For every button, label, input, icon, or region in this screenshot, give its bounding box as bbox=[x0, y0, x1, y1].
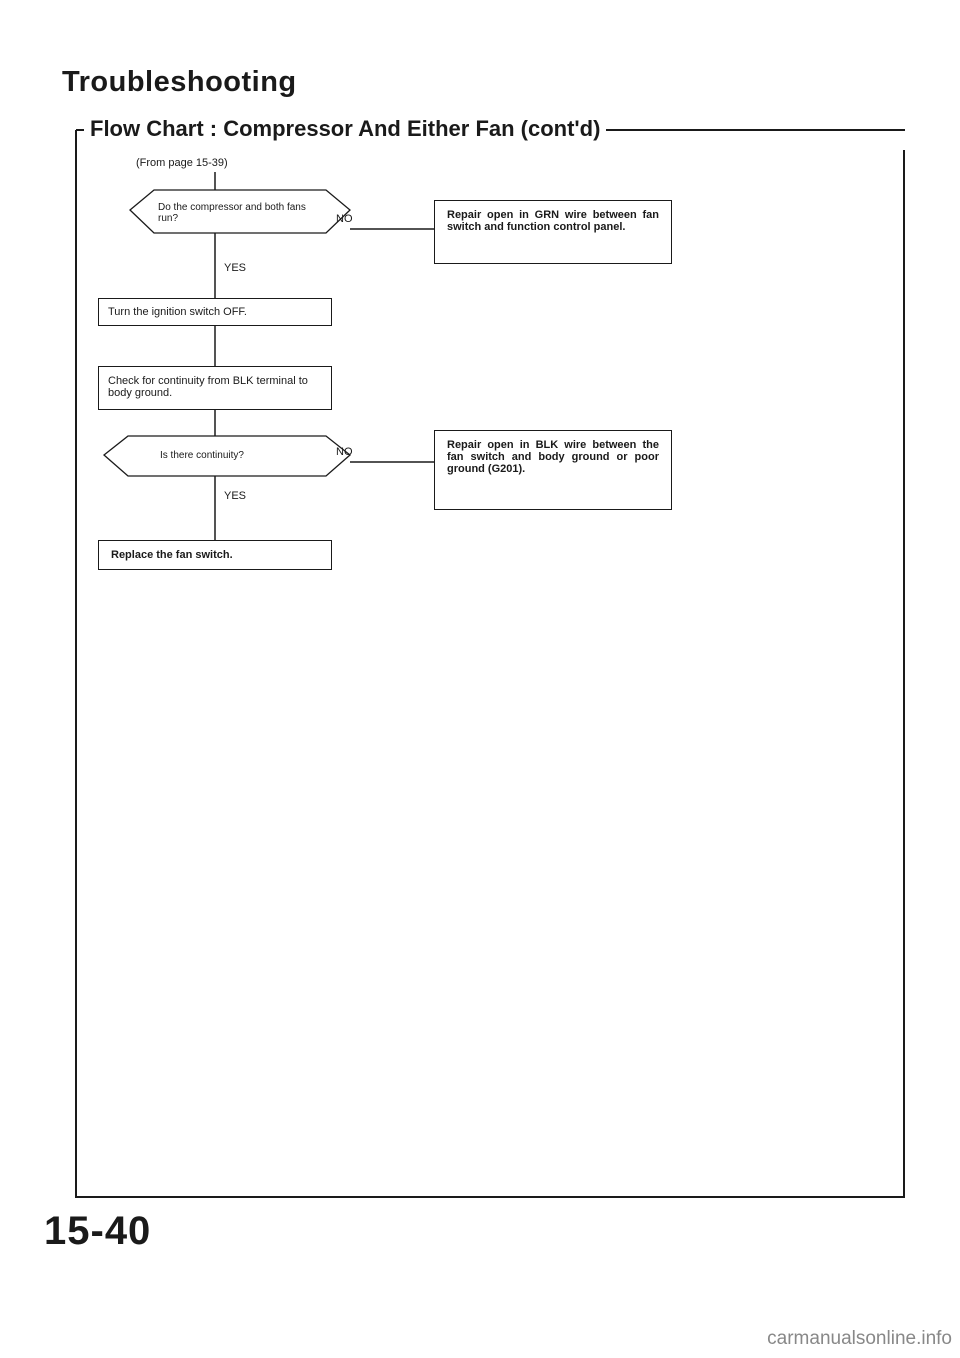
decision-1-label: Do the compressor and both fans run? bbox=[158, 202, 306, 224]
step-check-continuity-box: Check for continuity from BLK terminal t… bbox=[98, 366, 332, 410]
page-frame bbox=[75, 130, 905, 1198]
repair-blk-wire-box: Repair open in BLK wire between the fan … bbox=[434, 430, 672, 510]
decision-1-shape bbox=[129, 189, 351, 234]
decision-2-no-label: NO bbox=[336, 446, 353, 458]
decision-2-yes-label: YES bbox=[224, 490, 247, 502]
page-title: Troubleshooting bbox=[62, 66, 297, 98]
step-replace-fan-switch-box: Replace the fan switch. bbox=[98, 540, 332, 570]
decision-2-shape bbox=[102, 435, 352, 477]
step-ignition-off-box: Turn the ignition switch OFF. bbox=[98, 298, 332, 326]
from-page-reference: (From page 15-39) bbox=[136, 157, 228, 169]
watermark: carmanualsonline.info bbox=[767, 1328, 952, 1349]
repair-grn-wire-box: Repair open in GRN wire between fan swit… bbox=[434, 200, 672, 264]
page-number: 15-40 bbox=[44, 1209, 152, 1253]
decision-1-yes-label: YES bbox=[224, 262, 247, 274]
decision-1-no-label: NO bbox=[336, 213, 353, 225]
decision-2-label: Is there continuity? bbox=[160, 450, 244, 461]
section-title: Flow Chart : Compressor And Either Fan (… bbox=[84, 116, 607, 142]
